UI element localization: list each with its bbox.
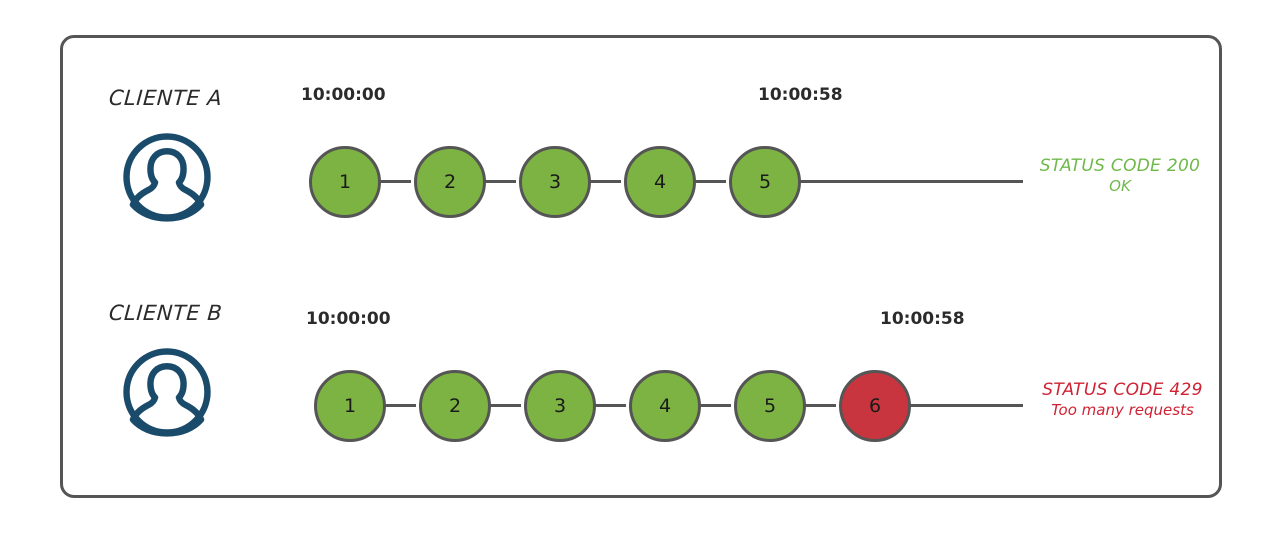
rate-limit-diagram-card: CLIENTE A 10:00:00 10:00:58 1 2 3 (60, 35, 1222, 498)
request-node[interactable]: 3 (519, 146, 591, 218)
request-node-number: 5 (758, 171, 772, 193)
timestamp-end-a: 10:00:58 (758, 85, 843, 105)
request-node-number: 1 (338, 171, 352, 193)
request-node[interactable]: 1 (314, 370, 386, 442)
connector (686, 180, 726, 183)
request-node[interactable]: 3 (524, 370, 596, 442)
request-node[interactable]: 1 (309, 146, 381, 218)
client-row-b: CLIENTE B 10:00:00 10:00:58 1 2 3 (63, 38, 1219, 495)
request-node-number: 4 (653, 171, 667, 193)
connector (691, 404, 731, 407)
request-node-number: 3 (553, 395, 567, 417)
connector-to-status (901, 404, 1023, 407)
connector (476, 180, 516, 183)
request-node-number: 6 (868, 395, 882, 417)
request-node[interactable]: 2 (414, 146, 486, 218)
status-badge-a: STATUS CODE 200 OK (1015, 156, 1225, 196)
timestamp-start-b: 10:00:00 (306, 309, 391, 329)
connector-to-status (791, 180, 1023, 183)
request-node[interactable]: 4 (629, 370, 701, 442)
request-node-number: 4 (658, 395, 672, 417)
status-badge-b: STATUS CODE 429 Too many requests (1015, 380, 1230, 420)
client-label-b: CLIENTE B (108, 301, 224, 325)
request-node[interactable]: 4 (624, 146, 696, 218)
status-message-label: OK (1109, 177, 1131, 196)
request-node-number: 3 (548, 171, 562, 193)
status-code-label: STATUS CODE 200 (1039, 156, 1201, 176)
request-node[interactable]: 5 (729, 146, 801, 218)
timestamp-start-a: 10:00:00 (301, 85, 386, 105)
request-node-number: 2 (443, 171, 457, 193)
request-node-blocked[interactable]: 6 (839, 370, 911, 442)
status-message-label: Too many requests (1051, 401, 1194, 420)
request-node-number: 2 (448, 395, 462, 417)
connector (371, 180, 411, 183)
connector (586, 404, 626, 407)
client-row-a: CLIENTE A 10:00:00 10:00:58 1 2 3 (63, 38, 1219, 495)
connector (581, 180, 621, 183)
request-node-number: 1 (343, 395, 357, 417)
status-code-label: STATUS CODE 429 (1042, 380, 1203, 400)
connector (481, 404, 521, 407)
request-node-number: 5 (763, 395, 777, 417)
request-node[interactable]: 5 (734, 370, 806, 442)
user-avatar-icon (121, 346, 213, 438)
user-avatar-icon (121, 131, 213, 223)
connector (796, 404, 836, 407)
request-node[interactable]: 2 (419, 370, 491, 442)
timestamp-end-b: 10:00:58 (880, 309, 965, 329)
connector (376, 404, 416, 407)
